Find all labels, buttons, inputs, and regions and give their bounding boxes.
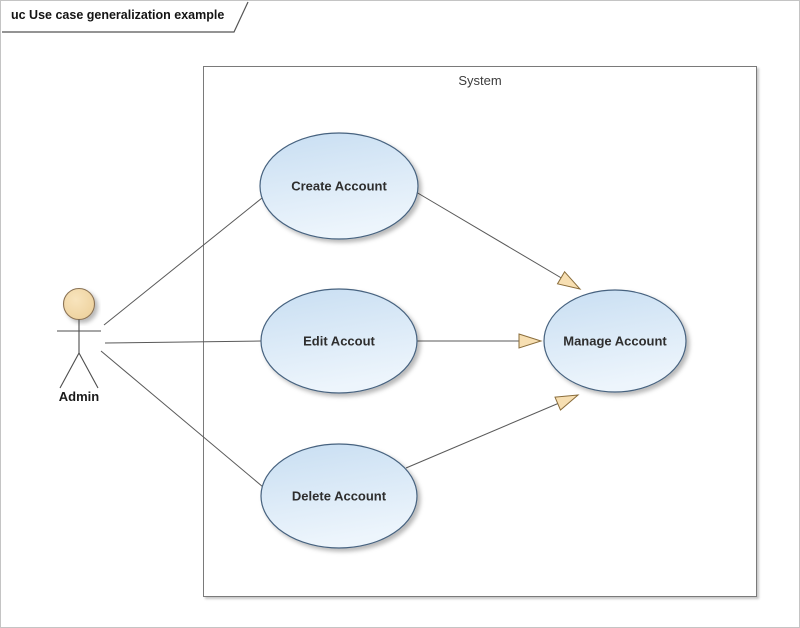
actor-left-leg xyxy=(59,352,80,389)
generalization-delete-manage xyxy=(405,394,580,469)
use-case-ellipse-edit-account xyxy=(260,288,418,394)
frame-title-tab xyxy=(2,2,248,32)
actor-right-leg xyxy=(78,352,99,389)
use-case-ellipse-create-account xyxy=(259,132,419,240)
use-case-ellipse-manage-account xyxy=(543,289,687,393)
actor-figure xyxy=(57,287,101,389)
frame-title-tab-edge xyxy=(2,1,249,33)
actor-head xyxy=(62,287,96,321)
use-case-ellipse-delete-account xyxy=(260,443,418,549)
association-admin-create xyxy=(103,197,263,326)
association-admin-delete xyxy=(100,350,264,488)
generalization-create-manage xyxy=(415,191,582,290)
association-admin-edit xyxy=(104,340,262,344)
